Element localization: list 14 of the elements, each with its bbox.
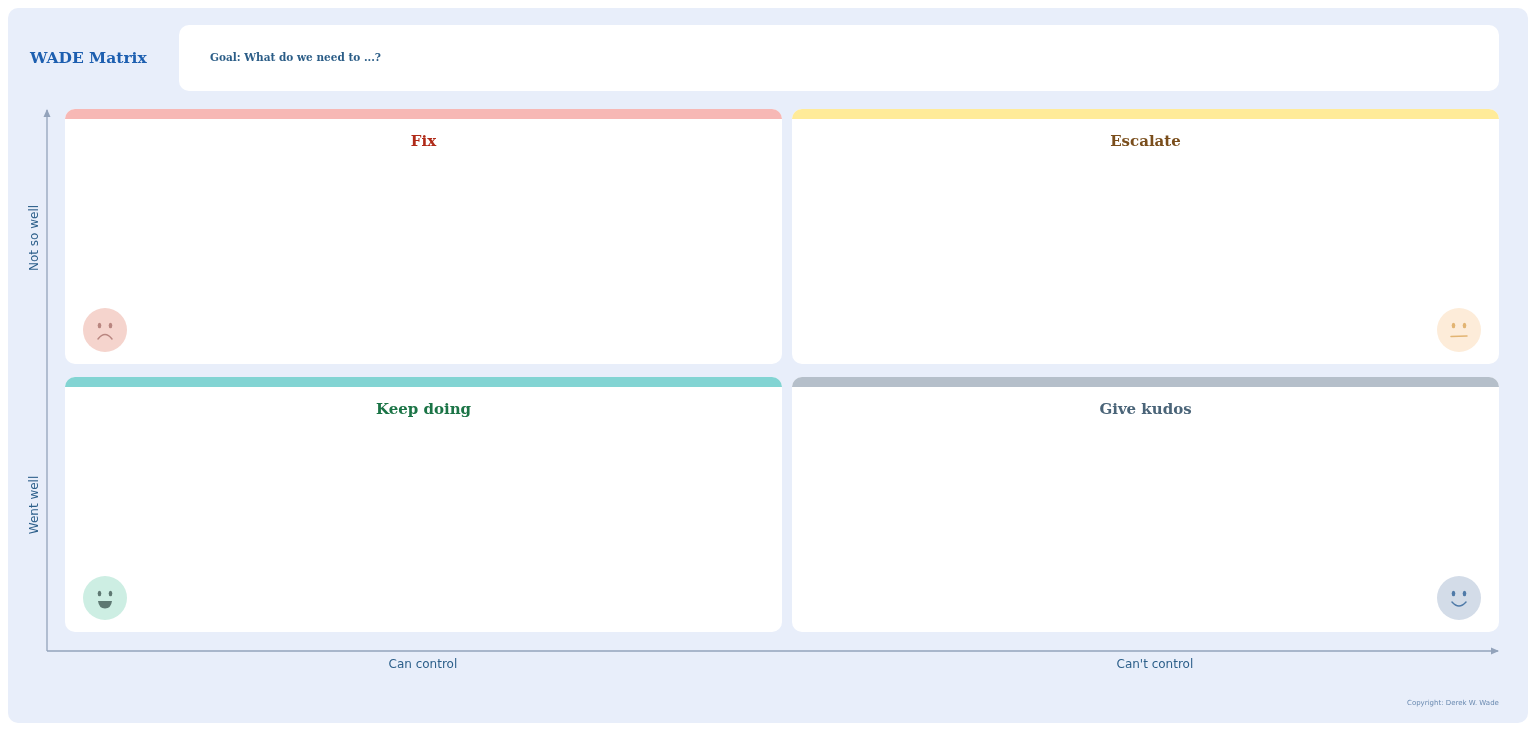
quadrant-card: [65, 377, 782, 632]
quadrant-title: Give kudos: [1099, 399, 1192, 419]
quadrant-title: Escalate: [1110, 131, 1181, 151]
axis-label: Can control: [388, 656, 458, 672]
quadrant-title: Fix: [410, 131, 437, 151]
quadrant-card: [792, 109, 1499, 364]
page-title: WADE Matrix: [30, 47, 147, 69]
quadrant-card: [65, 109, 782, 364]
axis-label: Went well: [25, 475, 42, 535]
axis-label: Can't control: [1116, 656, 1194, 672]
quadrant-card: [792, 377, 1499, 632]
goal-text: Goal: What do we need to ...?: [210, 50, 382, 65]
quadrant-title: Keep doing: [375, 399, 472, 419]
axis-label: Not so well: [26, 204, 43, 272]
